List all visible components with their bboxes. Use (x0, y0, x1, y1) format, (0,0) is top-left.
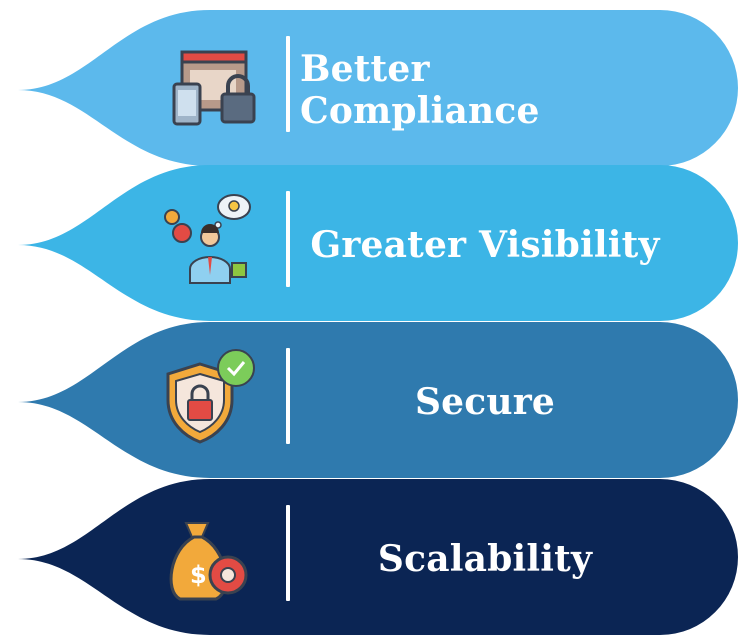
band-shape (18, 10, 738, 166)
benefit-band-secure: Secure (0, 322, 750, 482)
benefit-band-compliance: Better Compliance (0, 10, 750, 170)
benefit-label: Secure (414, 381, 556, 423)
thinking-person-icon (150, 187, 270, 299)
money-bag-gear-icon: $ (150, 501, 270, 613)
benefit-label: Better Compliance (300, 48, 540, 132)
benefit-band-scalability: $ Scalability (0, 479, 750, 639)
band-divider (286, 348, 290, 444)
device-lock-icon (150, 32, 270, 144)
svg-text:$: $ (190, 561, 207, 589)
benefit-label: Scalability (377, 538, 593, 580)
benefit-band-visibility: Greater Visibility (0, 165, 750, 325)
band-divider (286, 191, 290, 287)
band-divider (286, 505, 290, 601)
benefit-label: Greater Visibility (310, 224, 660, 266)
shield-lock-icon (150, 344, 270, 456)
band-divider (286, 36, 290, 132)
